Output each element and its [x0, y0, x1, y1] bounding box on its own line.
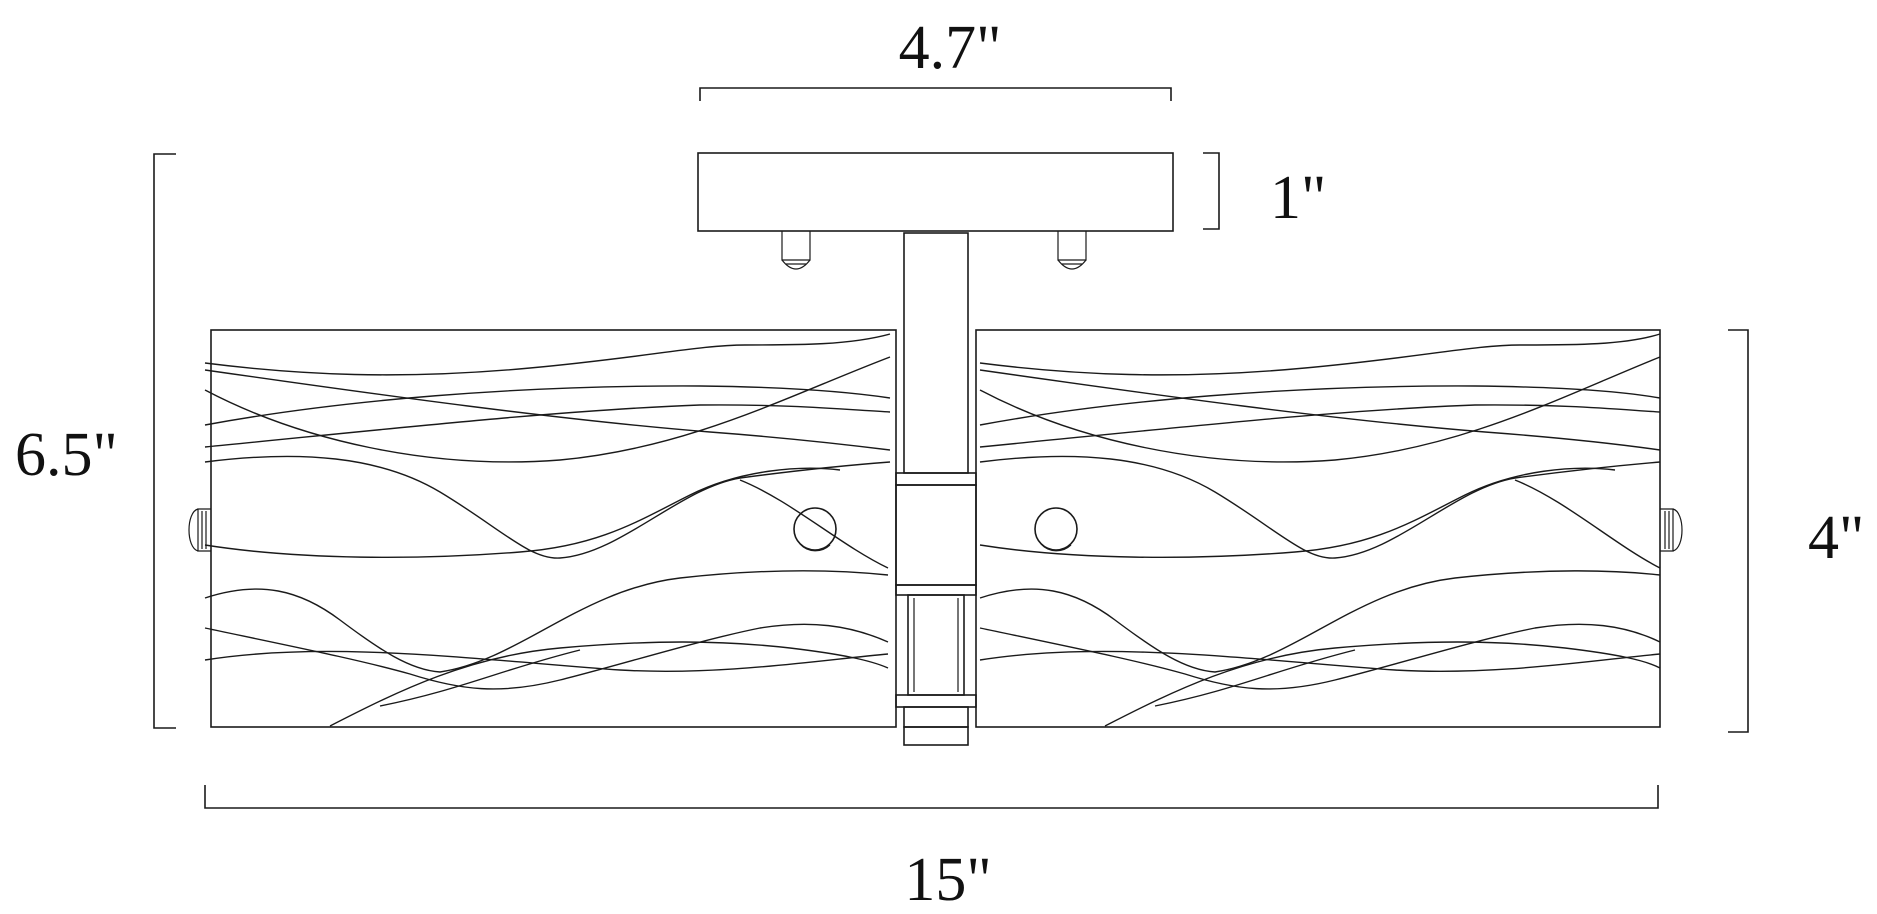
canopy-screw-left [781, 231, 811, 270]
shade-height-label: 4" [1808, 504, 1864, 572]
canopy-width-bracket [699, 87, 1172, 101]
canopy-height-label: 1" [1270, 164, 1326, 232]
canopy-height-bracket [1203, 152, 1220, 230]
center-stem [895, 232, 977, 746]
overall-width-bracket [204, 785, 1659, 809]
left-end-cap [188, 508, 211, 552]
canopy-width-label: 4.7" [899, 14, 1002, 82]
ceiling-canopy [697, 152, 1174, 232]
left-glass-shade [204, 329, 897, 728]
overall-width-label: 15" [904, 846, 991, 914]
overall-height-bracket [153, 153, 176, 729]
shade-height-bracket [1728, 329, 1749, 733]
right-glass-shade [975, 329, 1661, 728]
canopy-screw-right [1057, 231, 1087, 270]
right-end-cap [1660, 508, 1683, 552]
overall-height-label: 6.5" [15, 421, 118, 489]
